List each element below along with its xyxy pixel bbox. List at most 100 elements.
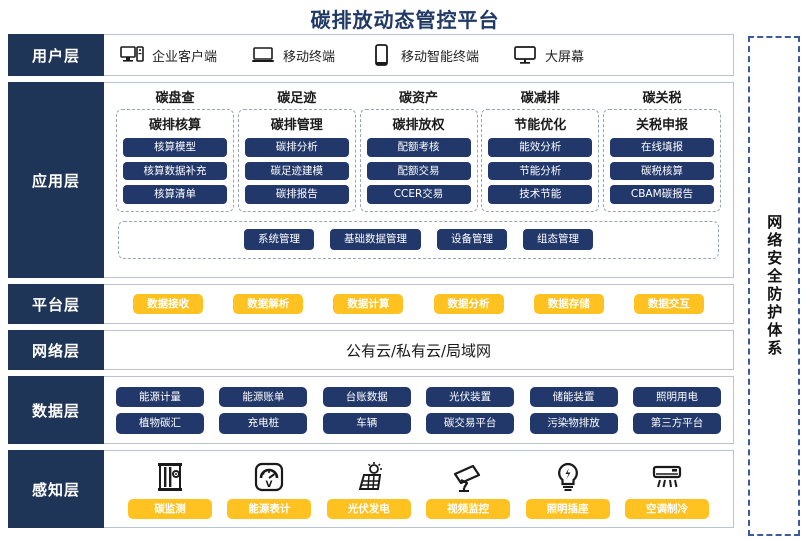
platform-pill-data-receive[interactable]: 数据接收 bbox=[133, 293, 204, 315]
data-pill-charging-pile[interactable]: 充电桩 bbox=[219, 413, 308, 434]
app-feature-pill[interactable]: 碳排报告 bbox=[244, 185, 349, 204]
user-terminal-enterprise-client[interactable]: 企业客户端 bbox=[120, 44, 217, 66]
user-terminal-label: 移动终端 bbox=[283, 49, 336, 65]
layer-body-sensing: 碳监测 V bbox=[104, 450, 734, 528]
user-terminal-list: 企业客户端 移动终端 bbox=[104, 35, 733, 75]
app-feature-pill[interactable]: 核算数据补充 bbox=[123, 161, 227, 180]
app-group-subtitle: 碳排放权 bbox=[392, 118, 445, 133]
app-group-title: 碳资产 bbox=[398, 91, 438, 106]
app-group-box: 关税申报 在线填报 碳税核算 CBAM碳报告 bbox=[603, 109, 721, 212]
platform-pill-data-parse[interactable]: 数据解析 bbox=[233, 293, 304, 315]
data-pill-plant-carbon-sink[interactable]: 植物碳汇 bbox=[116, 413, 204, 434]
carbon-sensor-icon bbox=[155, 459, 185, 495]
layer-row-data: 数据层 能源计量 能源账单 台账数据 光伏装置 储能装置 照明用电 植物碳汇 充… bbox=[8, 376, 734, 444]
layer-body-network: 公有云/私有云/局域网 bbox=[104, 330, 734, 370]
data-pill-carbon-trading-platform[interactable]: 碳交易平台 bbox=[426, 413, 515, 434]
sensing-device-air-conditioner[interactable]: 空调制冷 bbox=[621, 459, 713, 520]
app-group-box: 碳排放权 配额考核 配额交易 CCER交易 bbox=[359, 109, 478, 212]
solar-panel-icon bbox=[353, 459, 385, 495]
data-source-row: 植物碳汇 充电桩 车辆 碳交易平台 污染物排放 第三方平台 bbox=[116, 413, 721, 434]
layer-row-network: 网络层 公有云/私有云/局域网 bbox=[8, 330, 734, 370]
app-feature-pill[interactable]: 技术节能 bbox=[488, 185, 593, 204]
app-group-subtitle: 关税申报 bbox=[635, 118, 688, 133]
sensing-device-label: 碳监测 bbox=[128, 498, 212, 520]
app-feature-pill[interactable]: CBAM碳报告 bbox=[610, 185, 714, 204]
app-feature-pill[interactable]: 在线填报 bbox=[610, 138, 714, 157]
user-terminal-large-screen[interactable]: 大屏幕 bbox=[513, 44, 584, 66]
management-pill-system[interactable]: 系统管理 bbox=[244, 229, 314, 250]
data-pill-storage-device[interactable]: 储能装置 bbox=[529, 386, 618, 407]
data-pill-pv-device[interactable]: 光伏装置 bbox=[426, 386, 515, 407]
sensing-device-solar-power[interactable]: 光伏发电 bbox=[323, 459, 415, 520]
app-feature-pill[interactable]: CCER交易 bbox=[366, 185, 471, 204]
platform-pill-data-exchange[interactable]: 数据交互 bbox=[633, 293, 704, 315]
network-security-band: 网络安全防护体系 bbox=[748, 36, 800, 536]
sensing-device-energy-meter[interactable]: V 能源表计 bbox=[223, 459, 315, 520]
layer-label-sensing: 感知层 bbox=[8, 450, 104, 528]
sensing-device-label: 视频监控 bbox=[426, 498, 511, 520]
data-pill-energy-bill[interactable]: 能源账单 bbox=[219, 386, 308, 407]
app-group-title: 碳减排 bbox=[520, 91, 560, 106]
layer-label-network: 网络层 bbox=[8, 330, 104, 370]
app-feature-pill[interactable]: 碳税核算 bbox=[610, 161, 714, 180]
application-group-list: 碳盘查 碳排核算 核算模型 核算数据补充 核算清单 碳足迹 碳排管理 碳排分析 bbox=[112, 87, 725, 212]
sensing-device-label: 光伏发电 bbox=[326, 498, 411, 520]
management-pill-basic-data[interactable]: 基础数据管理 bbox=[330, 229, 421, 250]
layer-row-sensing: 感知层 bbox=[8, 450, 734, 528]
management-pill-device[interactable]: 设备管理 bbox=[437, 229, 507, 250]
monitor-icon bbox=[513, 44, 537, 66]
app-group-box: 节能优化 能效分析 节能分析 技术节能 bbox=[481, 109, 600, 212]
app-feature-pill[interactable]: 配额考核 bbox=[366, 138, 471, 157]
layer-body-data: 能源计量 能源账单 台账数据 光伏装置 储能装置 照明用电 植物碳汇 充电桩 车… bbox=[104, 376, 734, 444]
sensing-device-lighting-socket[interactable]: 照明插座 bbox=[522, 459, 614, 520]
data-source-row: 能源计量 能源账单 台账数据 光伏装置 储能装置 照明用电 bbox=[116, 386, 721, 407]
sensing-device-video-surveillance[interactable]: 视频监控 bbox=[422, 459, 514, 520]
app-feature-pill[interactable]: 节能分析 bbox=[488, 161, 593, 180]
app-feature-pill[interactable]: 能效分析 bbox=[488, 138, 593, 157]
lightbulb-icon bbox=[554, 459, 582, 495]
app-group-title: 碳关税 bbox=[642, 91, 682, 106]
data-pill-vehicle[interactable]: 车辆 bbox=[322, 413, 411, 434]
app-feature-pill[interactable]: 核算清单 bbox=[123, 185, 227, 204]
app-group-carbon-inventory: 碳盘查 碳排核算 核算模型 核算数据补充 核算清单 bbox=[116, 87, 234, 212]
app-feature-pill[interactable]: 碳足迹建模 bbox=[244, 161, 349, 180]
application-management-box: 系统管理 基础数据管理 设备管理 组态管理 bbox=[118, 220, 719, 259]
app-feature-pill[interactable]: 配额交易 bbox=[366, 161, 471, 180]
user-terminal-mobile[interactable]: 移动终端 bbox=[251, 44, 335, 66]
smartphone-icon bbox=[369, 44, 393, 66]
data-pill-energy-metering[interactable]: 能源计量 bbox=[116, 386, 204, 407]
platform-pill-data-storage[interactable]: 数据存储 bbox=[533, 293, 604, 315]
platform-pill-data-analysis[interactable]: 数据分析 bbox=[433, 293, 504, 315]
sensing-device-carbon-monitor[interactable]: 碳监测 bbox=[124, 459, 216, 520]
app-group-carbon-footprint: 碳足迹 碳排管理 碳排分析 碳足迹建模 碳排报告 bbox=[237, 87, 356, 212]
management-pill-configuration[interactable]: 组态管理 bbox=[523, 229, 593, 250]
desktop-tower-icon bbox=[120, 44, 144, 66]
app-group-subtitle: 碳排管理 bbox=[270, 118, 323, 133]
cctv-camera-icon bbox=[451, 459, 485, 495]
layer-body-user: 企业客户端 移动终端 bbox=[104, 34, 734, 76]
app-group-subtitle: 碳排核算 bbox=[148, 118, 201, 133]
air-conditioner-icon bbox=[650, 459, 684, 495]
layer-row-platform: 平台层 数据接收 数据解析 数据计算 数据分析 数据存储 数据交互 bbox=[8, 284, 734, 324]
sensing-device-list: 碳监测 V bbox=[104, 451, 733, 527]
app-feature-pill[interactable]: 核算模型 bbox=[123, 138, 227, 157]
platform-pill-data-compute[interactable]: 数据计算 bbox=[333, 293, 404, 315]
sensing-device-label: 空调制冷 bbox=[624, 498, 709, 520]
data-pill-pollutant-emission[interactable]: 污染物排放 bbox=[529, 413, 618, 434]
app-feature-pill[interactable]: 碳排分析 bbox=[244, 138, 349, 157]
meter-gauge-icon: V bbox=[253, 459, 285, 495]
user-terminal-smart-mobile[interactable]: 移动智能终端 bbox=[369, 44, 479, 66]
page-title: 碳排放动态管控平台 bbox=[310, 8, 500, 32]
user-terminal-label: 移动智能终端 bbox=[401, 49, 480, 65]
data-pill-third-party-platform[interactable]: 第三方平台 bbox=[632, 413, 721, 434]
data-source-grid: 能源计量 能源账单 台账数据 光伏装置 储能装置 照明用电 植物碳汇 充电桩 车… bbox=[104, 377, 733, 443]
layer-label-application: 应用层 bbox=[8, 82, 104, 278]
data-pill-ledger-data[interactable]: 台账数据 bbox=[322, 386, 411, 407]
data-pill-lighting-power[interactable]: 照明用电 bbox=[632, 386, 721, 407]
svg-text:V: V bbox=[266, 480, 273, 490]
app-group-box: 碳排管理 碳排分析 碳足迹建模 碳排报告 bbox=[237, 109, 356, 212]
network-description: 公有云/私有云/局域网 bbox=[345, 341, 492, 360]
laptop-icon bbox=[251, 44, 275, 66]
app-group-title: 碳足迹 bbox=[277, 91, 317, 106]
layer-row-application: 应用层 碳盘查 碳排核算 核算模型 核算数据补充 核算清单 碳足迹 bbox=[8, 82, 734, 278]
